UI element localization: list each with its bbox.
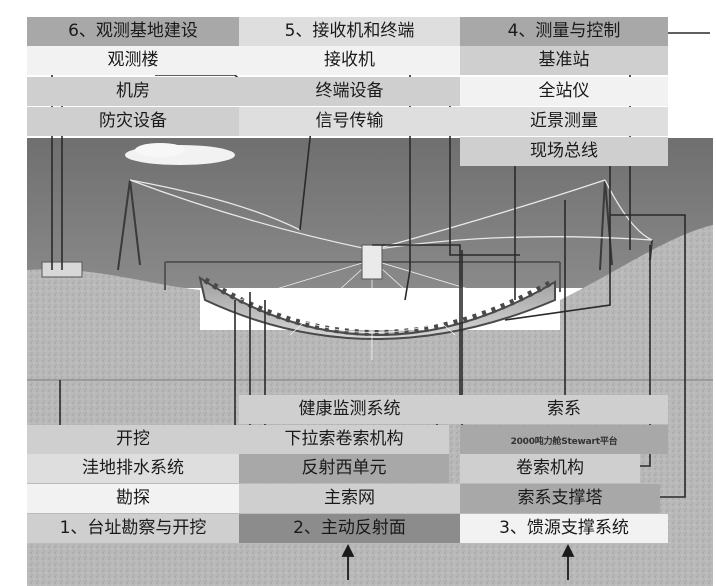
s3-item-winch-mechanism: 卷索机构 xyxy=(460,454,640,483)
section-1-title: 1、台址勘察与开挖 xyxy=(27,514,239,543)
s3-platform-label: 2000吨力舱Stewart平台 xyxy=(460,425,668,454)
s1-item-survey: 勘探 xyxy=(27,484,239,513)
s5-item-terminal-equipment: 终端设备 xyxy=(239,77,460,106)
s2-item-main-cable-net: 主索网 xyxy=(239,484,460,513)
s2-item-downpull-winch: 下拉索卷索机构 xyxy=(239,425,449,454)
s2-item-reflector-unit: 反射西单元 xyxy=(239,454,449,483)
s6-item-disaster-prevention: 防灾设备 xyxy=(27,107,239,136)
section-3-title: 3、馈源支撑系统 xyxy=(460,514,668,543)
s2-item-health-monitoring: 健康监测系统 xyxy=(239,395,460,424)
s6-item-machine-room: 机房 xyxy=(27,77,239,106)
s3-item-cable-system: 索系 xyxy=(460,395,668,424)
bottom-arrows xyxy=(341,543,575,580)
section-5-title: 5、接收机和终端 xyxy=(239,17,460,46)
s1-item-excavation: 开挖 xyxy=(27,425,239,454)
s1-item-drainage: 洼地排水系统 xyxy=(27,454,239,483)
s4-item-close-range-measurement: 近景测量 xyxy=(460,107,668,136)
feed-cabin xyxy=(361,244,383,280)
s5-item-receiver: 接收机 xyxy=(239,46,460,75)
s4-item-total-station: 全站仪 xyxy=(460,77,668,106)
s4-item-reference-station: 基准站 xyxy=(460,46,668,75)
s6-item-observation-building: 观测楼 xyxy=(27,46,239,75)
s3-item-support-tower: 索系支撑塔 xyxy=(460,484,660,513)
s5-item-signal-transmission: 信号传输 xyxy=(239,107,460,136)
section-2-title: 2、主动反射面 xyxy=(239,514,460,543)
section-6-title: 6、观测基地建设 xyxy=(27,17,239,46)
s4-item-field-bus: 现场总线 xyxy=(460,137,668,166)
section-4-title: 4、测量与控制 xyxy=(460,17,668,46)
